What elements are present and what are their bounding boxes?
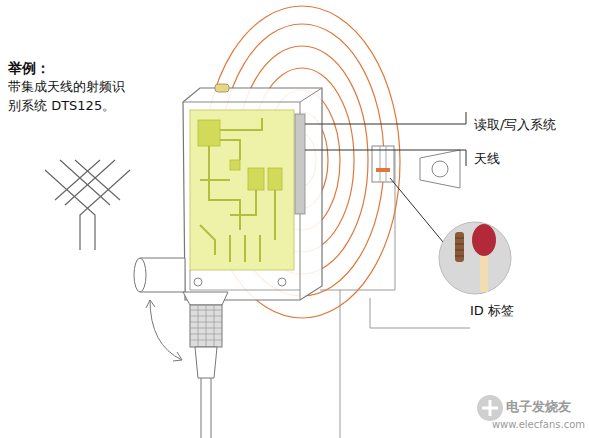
mount-outline (320, 150, 470, 438)
heading-text: 举例： (8, 58, 50, 78)
circuit-board (198, 118, 282, 262)
reader-housing (183, 84, 322, 300)
leader-lines (305, 112, 466, 248)
direction-icon (45, 160, 130, 250)
rotation-arrowhead (146, 300, 182, 361)
caption-text: 带集成天线的射频识 别系统 DTS125。 (8, 78, 129, 116)
watermark-url: www.elecfans.com (492, 418, 585, 433)
cable-connector (134, 258, 228, 438)
watermark-logo (477, 395, 503, 421)
part-label: 天线 (474, 150, 500, 169)
watermark-text: 电子发烧友 (506, 398, 571, 417)
id-tag-photo (439, 222, 511, 294)
antenna-strip (295, 114, 305, 214)
part-label: 读取/写入系统 (474, 116, 556, 135)
part-label: ID 标签 (470, 302, 514, 321)
rotation-arrow (150, 300, 182, 360)
tag-holder (372, 146, 460, 188)
